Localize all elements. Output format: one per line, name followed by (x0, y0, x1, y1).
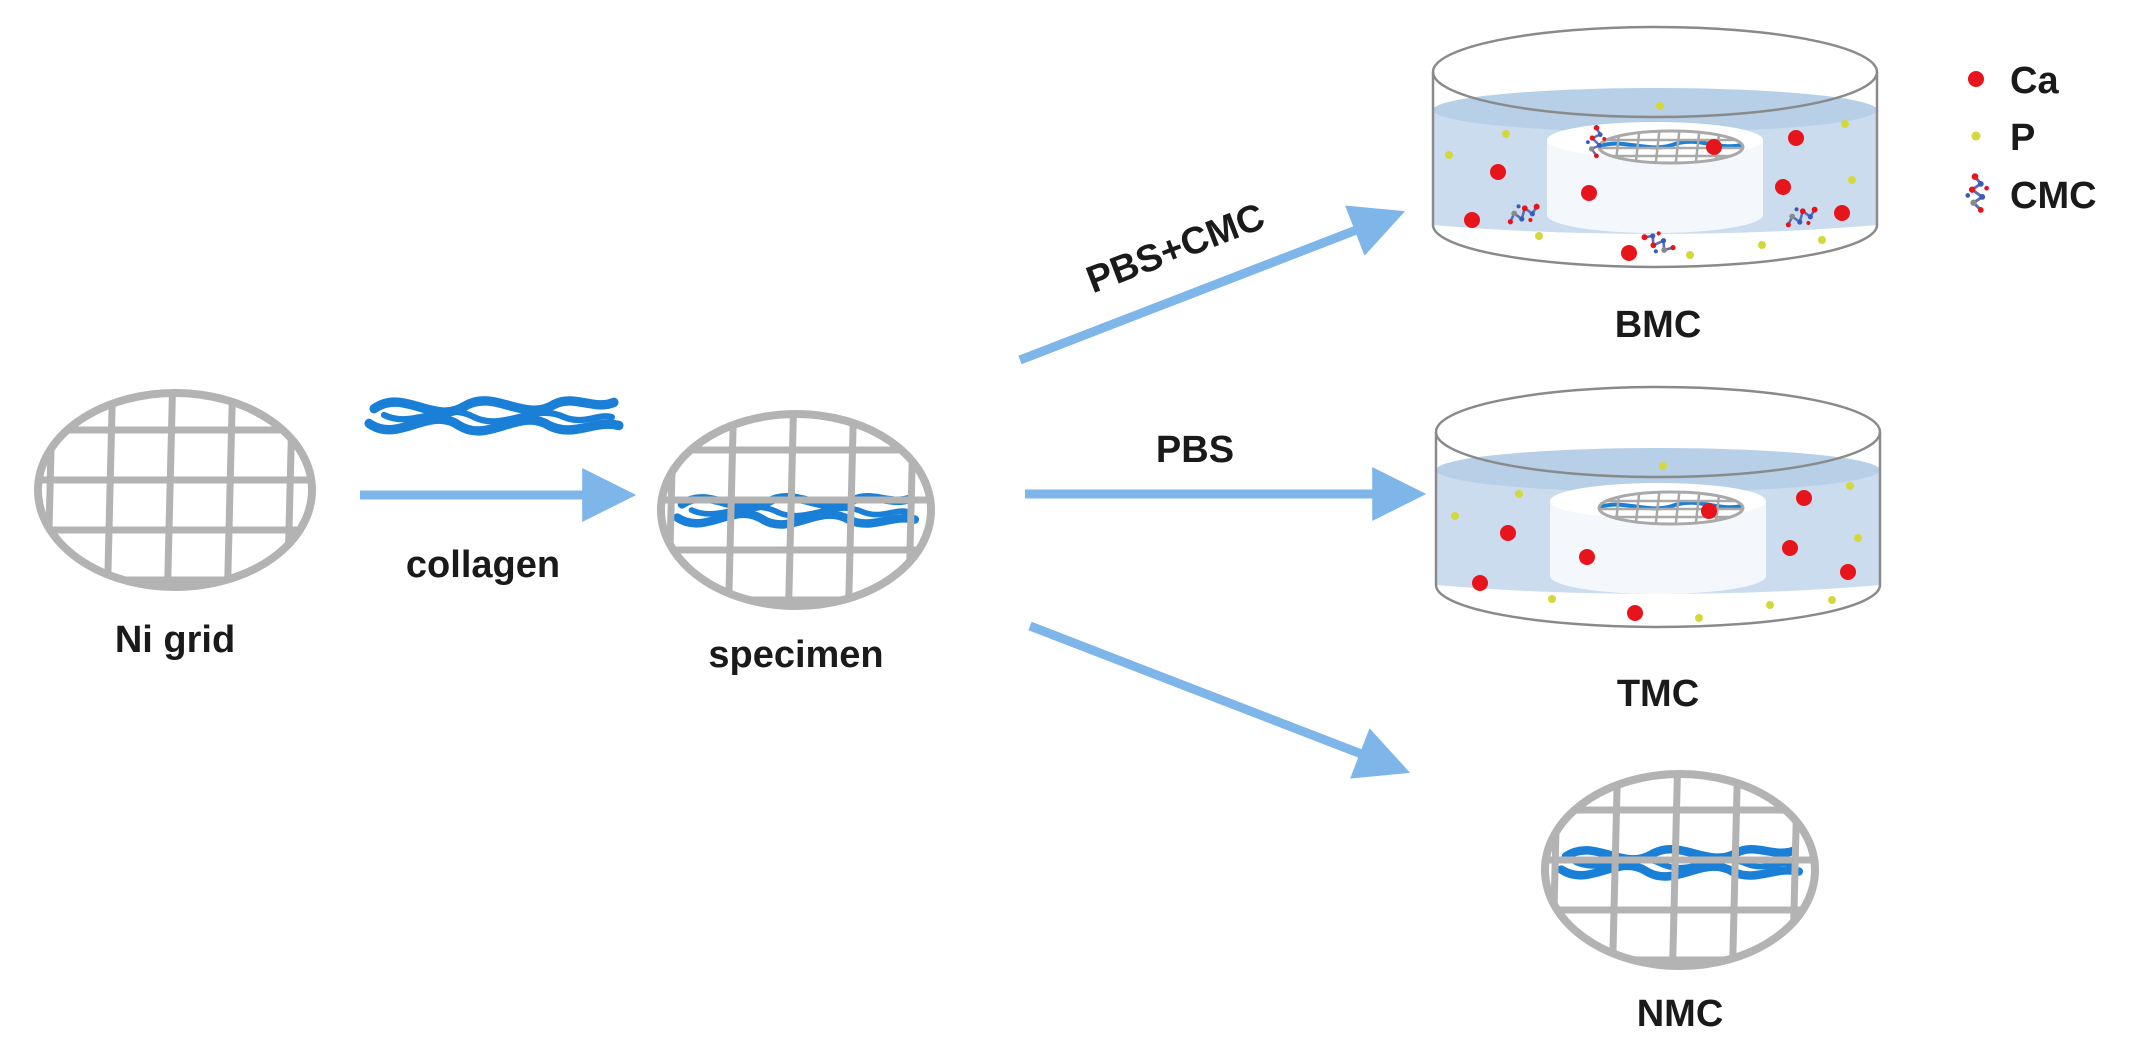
ca-legend-marker (1968, 71, 1984, 87)
specimen-label: specimen (708, 634, 883, 676)
bmc-label: BMC (1615, 304, 1702, 346)
pbs-cmc-arrow (1018, 205, 1406, 365)
tmc-petri-dish (1434, 385, 1882, 629)
specimen-disc (657, 410, 935, 610)
pbs-label: PBS (1156, 429, 1234, 471)
collagen-fiber-illustration (369, 401, 619, 431)
nmc-label: NMC (1637, 993, 1724, 1035)
p-legend-marker (1971, 131, 1981, 141)
nmc-specimen-disc (1541, 770, 1819, 970)
ni-grid-disc (34, 389, 316, 591)
collagen-label: collagen (406, 544, 560, 586)
legend: Ca P CMC (1963, 60, 2097, 217)
no-treatment-arrow (1028, 621, 1411, 779)
pbs-cmc-label: PBS+CMC (1081, 196, 1271, 302)
cmc-legend-marker (1963, 171, 1991, 215)
bmc-petri-dish (1431, 25, 1879, 269)
ca-legend-label: Ca (2010, 60, 2059, 102)
p-legend-label: P (2010, 117, 2035, 159)
tmc-label: TMC (1617, 673, 1699, 715)
cmc-legend-label: CMC (2010, 175, 2097, 217)
ni-grid-label: Ni grid (115, 619, 235, 661)
